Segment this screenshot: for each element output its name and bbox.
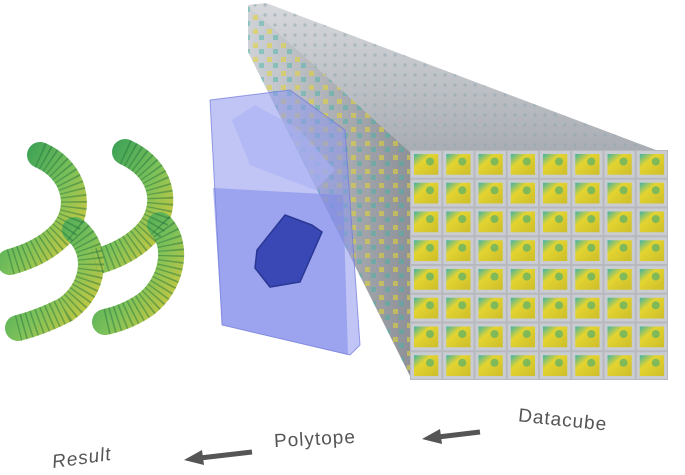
polytope-label: Polytope xyxy=(273,426,357,453)
datacube-cell xyxy=(636,151,667,178)
datacube-cell xyxy=(411,179,442,207)
datacube-cell xyxy=(475,208,506,236)
datacube-cell xyxy=(540,266,571,293)
datacube-cell xyxy=(572,266,603,293)
datacube-front-face xyxy=(410,150,668,380)
datacube-cell xyxy=(572,208,603,236)
datacube-cell xyxy=(507,151,538,178)
result xyxy=(0,139,185,341)
datacube-cell xyxy=(475,352,506,379)
datacube-cell xyxy=(443,151,474,178)
datacube-cell xyxy=(572,151,603,178)
polytope xyxy=(209,89,361,356)
datacube-cell xyxy=(540,151,571,178)
datacube-cell xyxy=(604,266,635,293)
datacube-cell xyxy=(507,237,538,264)
arrow-datacube-to-polytope xyxy=(422,429,481,444)
datacube-cell xyxy=(475,294,506,322)
datacube-cell xyxy=(443,294,474,322)
datacube-cell xyxy=(572,323,603,351)
polytope-ridge xyxy=(232,105,335,190)
datacube-cell xyxy=(443,352,474,379)
datacube-cell xyxy=(604,294,635,322)
datacube-cell xyxy=(507,352,538,379)
datacube-cell xyxy=(443,323,474,351)
datacube-cell xyxy=(540,208,571,236)
datacube-cell xyxy=(475,151,506,178)
datacube-cell xyxy=(540,323,571,351)
datacube-cell xyxy=(443,208,474,236)
arrow-polytope-to-result xyxy=(184,449,253,465)
datacube-cell xyxy=(540,179,571,207)
datacube-cell xyxy=(636,237,667,264)
datacube-cell xyxy=(411,208,442,236)
datacube-cell xyxy=(411,266,442,293)
datacube-cell xyxy=(540,352,571,379)
datacube-cell xyxy=(411,323,442,351)
datacube-cell xyxy=(572,352,603,379)
datacube-cell xyxy=(636,294,667,322)
datacube-cell xyxy=(411,237,442,264)
datacube-cell xyxy=(540,294,571,322)
datacube-cell xyxy=(604,208,635,236)
datacube-cell xyxy=(443,266,474,293)
datacube-cell xyxy=(507,266,538,293)
polytope-edges xyxy=(209,89,361,356)
datacube-cell xyxy=(636,266,667,293)
datacube-cell xyxy=(507,294,538,322)
datacube-cell xyxy=(411,352,442,379)
datacube-cell xyxy=(604,352,635,379)
datacube-cell xyxy=(572,294,603,322)
datacube-cell xyxy=(540,237,571,264)
result-ribbon-bottom-left xyxy=(5,217,104,341)
datacube-cell xyxy=(443,179,474,207)
datacube-cell xyxy=(475,179,506,207)
datacube-cell xyxy=(475,237,506,264)
polytope-inner-region xyxy=(254,214,323,288)
datacube-cell xyxy=(507,208,538,236)
datacube-cell xyxy=(475,266,506,293)
datacube-cell xyxy=(604,151,635,178)
datacube-top-texture xyxy=(248,3,656,152)
datacube-cell xyxy=(604,323,635,351)
datacube-cell xyxy=(411,151,442,178)
datacube-cell xyxy=(604,237,635,264)
datacube-cell xyxy=(507,179,538,207)
datacube-cell xyxy=(443,237,474,264)
datacube-cell xyxy=(475,323,506,351)
datacube-cell xyxy=(636,179,667,207)
datacube-cell xyxy=(572,179,603,207)
result-ribbon-bottom-right xyxy=(92,212,185,335)
datacube-cell xyxy=(636,323,667,351)
datacube-cell xyxy=(636,208,667,236)
datacube-cell xyxy=(636,352,667,379)
datacube-cell xyxy=(572,237,603,264)
datacube-cell xyxy=(604,179,635,207)
result-ribbon-top-right xyxy=(82,139,174,275)
datacube-cell xyxy=(411,294,442,322)
datacube-cell xyxy=(507,323,538,351)
